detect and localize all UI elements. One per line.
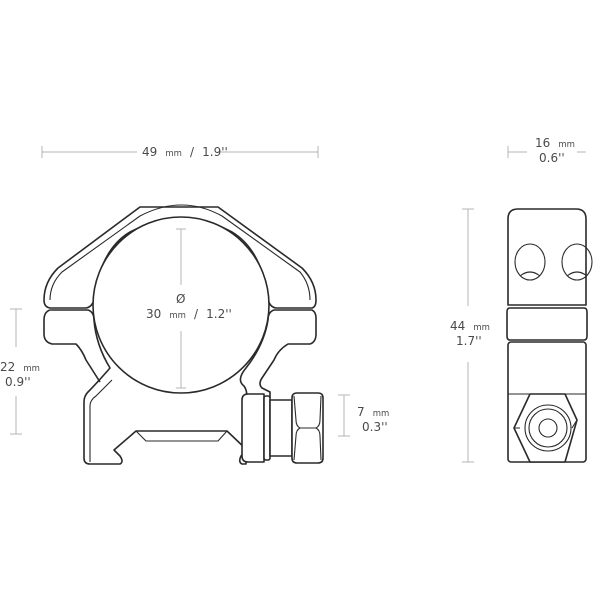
- center-height-metric-unit: mm: [23, 364, 40, 374]
- width-dimension: 49 mm / 1.9'': [41, 141, 319, 160]
- diameter-symbol: Ø: [176, 292, 185, 306]
- rail-clamp-imperial: 0.3'': [362, 420, 388, 434]
- depth-imperial: 0.6'': [539, 151, 565, 165]
- diameter-metric-value: 30: [146, 307, 161, 321]
- depth-metric-value: 16: [535, 136, 550, 150]
- diameter-separator: /: [194, 307, 199, 321]
- depth-dimension: 16 mm 0.6'': [507, 132, 586, 165]
- height-metric-value: 44: [450, 319, 465, 333]
- svg-text:30 mm / 1.2': 30 mm / 1.2'': [146, 303, 232, 322]
- svg-text:49 mm / 1.9': 49 mm / 1.9'': [142, 141, 228, 160]
- rail-clamp-metric-value: 7: [357, 405, 365, 419]
- svg-text:7 mm: 7 mm: [357, 401, 389, 420]
- height-metric-unit: mm: [473, 323, 490, 333]
- width-separator: /: [190, 145, 195, 159]
- height-imperial: 1.7'': [456, 334, 482, 348]
- center-height-imperial: 0.9'': [5, 375, 31, 389]
- side-view: [506, 208, 593, 463]
- center-height-metric-value: 22: [0, 360, 15, 374]
- center-height-dimension: 22 mm 0.9'': [0, 308, 40, 435]
- diameter-imperial: 1.2'': [206, 307, 232, 321]
- front-view: Ø 30 mm / 1.2'': [43, 204, 324, 465]
- diameter-metric-unit: mm: [169, 311, 186, 321]
- svg-text:22 mm: 22 mm: [0, 356, 40, 375]
- rail-clamp-metric-unit: mm: [373, 409, 390, 419]
- width-metric-unit: mm: [165, 149, 182, 159]
- height-dimension: 44 mm 1.7'': [450, 208, 490, 463]
- width-imperial: 1.9'': [202, 145, 228, 159]
- depth-metric-unit: mm: [558, 140, 575, 150]
- width-metric-value: 49: [142, 145, 157, 159]
- svg-text:16 mm: 16 mm: [535, 132, 575, 151]
- rail-clamp-dimension: 7 mm 0.3'': [338, 394, 389, 437]
- svg-text:44 mm: 44 mm: [450, 315, 490, 334]
